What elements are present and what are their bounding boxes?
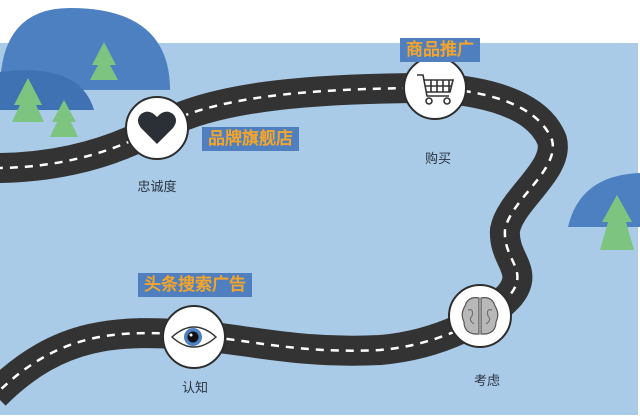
eye-icon — [170, 326, 218, 348]
shopping-cart-icon — [417, 74, 455, 105]
loyalty-node — [125, 96, 189, 160]
purchase-banner: 商品推广 — [400, 38, 480, 62]
awareness-node — [162, 305, 226, 369]
awareness-banner: 头条搜索广告 — [138, 273, 252, 297]
hill — [0, 8, 170, 90]
brain-icon — [461, 297, 499, 335]
loyalty-label: 忠诚度 — [137, 180, 177, 195]
consideration-label: 考虑 — [473, 374, 501, 389]
trees — [12, 42, 634, 250]
awareness-label: 认知 — [181, 381, 209, 396]
purchase-node — [403, 56, 467, 120]
consideration-node — [448, 284, 512, 348]
road-center-line — [0, 86, 555, 392]
heart-icon — [138, 111, 176, 144]
loyalty-banner: 品牌旗舰店 — [202, 127, 299, 151]
purchase-label: 购买 — [424, 152, 452, 167]
